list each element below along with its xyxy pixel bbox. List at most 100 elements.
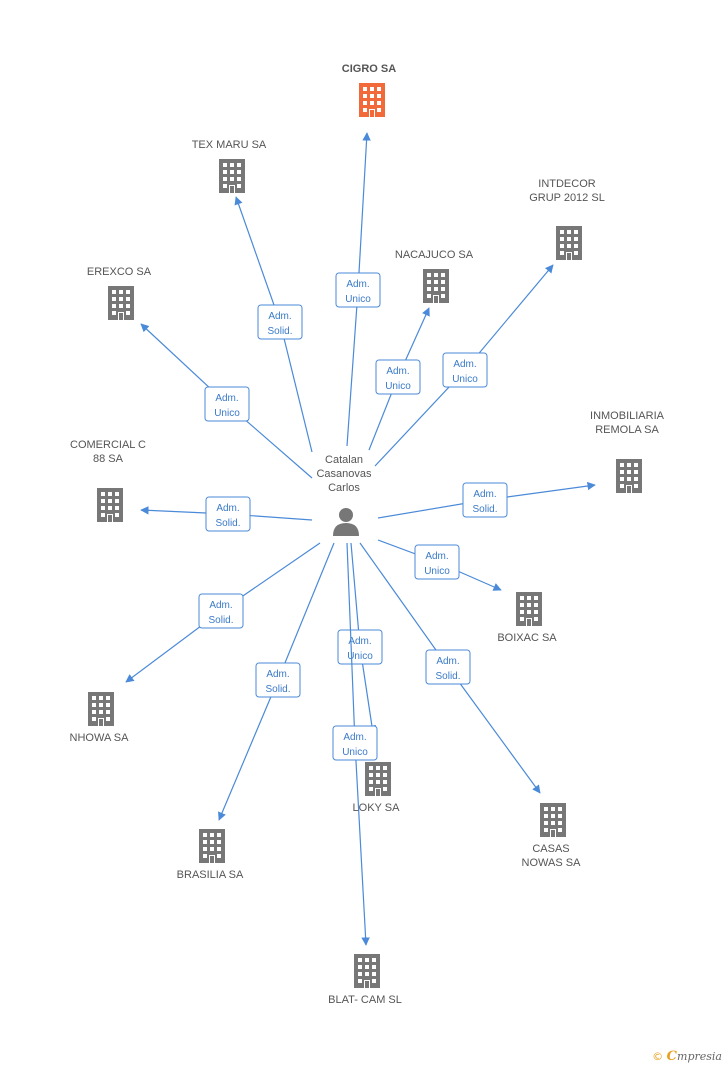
edge-label-text: Solid.	[208, 615, 233, 626]
edge-label-text: Unico	[214, 408, 240, 419]
company-node-blatcam[interactable]: BLAT- CAM SL	[328, 954, 402, 1006]
edge-nhowa: Adm. Solid.	[125, 542, 321, 683]
company-label: NOWAS SA	[522, 857, 582, 869]
edge-label-text: Solid.	[435, 671, 460, 682]
edge-erexco: Adm.Unico	[140, 323, 313, 479]
edge-label-text: Unico	[424, 566, 450, 577]
edge-casas: Adm. Solid.	[359, 542, 541, 794]
edge-label-text: Adm.	[346, 279, 369, 290]
building-icon	[365, 762, 391, 796]
edge-label-text: Unico	[342, 747, 368, 758]
company-label: EREXCO SA	[87, 266, 152, 278]
company-node-erexco[interactable]: EREXCO SA	[87, 266, 152, 320]
edge-label-box	[198, 593, 244, 629]
edge-label-box	[375, 359, 421, 395]
building-icon	[423, 269, 449, 303]
building-icon	[540, 803, 566, 837]
company-label: CIGRO SA	[342, 63, 396, 75]
edge-inmobiliaria: Adm. Solid.	[377, 481, 596, 519]
building-icon	[516, 592, 542, 626]
person-label: Casanovas	[316, 468, 372, 480]
edge-label-text: Unico	[345, 294, 371, 305]
company-node-nacajuco[interactable]: NACAJUCO SA	[395, 249, 474, 303]
edge-label-box	[255, 662, 301, 698]
building-icon	[616, 459, 642, 493]
edge-label-text: Unico	[385, 381, 411, 392]
edge-label-text: Adm.	[209, 600, 232, 611]
company-label: LOKY SA	[353, 802, 401, 814]
edge-label-text: Adm.	[343, 732, 366, 743]
edge-label-text: Solid.	[215, 518, 240, 529]
company-node-inmobiliaria[interactable]: INMOBILIARIA REMOLA SA	[590, 410, 665, 493]
building-icon	[354, 954, 380, 988]
edge-nacajuco: Adm. Unico	[368, 307, 430, 451]
company-node-cigro[interactable]: CIGRO SA	[342, 63, 396, 117]
company-label: TEX MARU SA	[192, 139, 267, 151]
edge-label-box	[462, 482, 508, 518]
company-node-brasilia[interactable]: BRASILIA SA	[177, 829, 244, 881]
company-label: REMOLA SA	[595, 424, 659, 436]
edge-label-box	[204, 386, 250, 422]
edge-cigro: Adm. Unico	[335, 132, 381, 447]
edge-label-text: Unico	[452, 374, 478, 385]
edge-texmaru: Adm.Solid.	[234, 196, 313, 453]
company-label: BOIXAC SA	[497, 632, 557, 644]
edge-label-box	[337, 629, 383, 665]
brand-footer: © Cmpresia	[652, 1049, 722, 1064]
edge-label-text: Adm.	[473, 489, 496, 500]
building-icon	[108, 286, 134, 320]
brand-name: mpresia	[677, 1050, 722, 1063]
person-label: Catalan	[325, 454, 363, 466]
edge-loky: Adm. Unico	[337, 542, 383, 734]
person-icon	[333, 508, 359, 536]
edge-label-text: Adm.	[386, 366, 409, 377]
edge-label-text: Adm.	[425, 551, 448, 562]
person-label: Carlos	[328, 482, 360, 494]
edge-label-box	[257, 304, 303, 340]
building-icon	[219, 159, 245, 193]
company-label: NACAJUCO SA	[395, 249, 474, 261]
edge-label-box	[414, 544, 460, 580]
company-label: INTDECOR	[538, 178, 596, 190]
company-label: 88 SA	[93, 453, 124, 465]
edge-label-text: Adm.	[453, 359, 476, 370]
company-label: BLAT- CAM SL	[328, 994, 402, 1006]
company-node-casas[interactable]: CASAS NOWAS SA	[522, 803, 582, 869]
building-icon	[88, 692, 114, 726]
edge-label-text: Solid.	[265, 684, 290, 695]
edge-label-text: Adm.	[436, 656, 459, 667]
edge-label-box	[425, 649, 471, 685]
edge-intdecor: Adm. Unico	[374, 264, 554, 467]
edge-label-text: Adm.	[266, 669, 289, 680]
building-icon	[556, 226, 582, 260]
edge-comercial: Adm. Solid.	[140, 496, 313, 532]
edge-label-text: Solid.	[267, 326, 292, 337]
company-label: INMOBILIARIA	[590, 410, 665, 422]
edge-label-text: Adm.	[216, 503, 239, 514]
edge-boixac: Adm. Unico	[377, 539, 502, 591]
edge-label-box	[332, 725, 378, 761]
company-label: BRASILIA SA	[177, 869, 244, 881]
copyright-symbol: ©	[652, 1050, 664, 1063]
edge-label-text: Adm.	[348, 636, 371, 647]
company-label: NHOWA SA	[70, 732, 130, 744]
company-node-texmaru[interactable]: TEX MARU SA	[192, 139, 267, 193]
company-node-comercial[interactable]: COMERCIAL C 88 SA	[70, 439, 146, 522]
edge-label-box	[335, 272, 381, 308]
building-icon	[97, 488, 123, 522]
company-node-nhowa[interactable]: NHOWA SA	[70, 692, 130, 744]
edge-label-box	[442, 352, 488, 388]
edge-blatcam: Adm. Unico	[332, 542, 378, 946]
company-node-boixac[interactable]: BOIXAC SA	[497, 592, 557, 644]
edge-label-text: Solid.	[472, 504, 497, 515]
company-label: CASAS	[532, 843, 569, 855]
company-label: COMERCIAL C	[70, 439, 146, 451]
edge-label-text: Unico	[347, 651, 373, 662]
company-node-loky[interactable]: LOKY SA	[353, 762, 401, 814]
company-label: GRUP 2012 SL	[529, 192, 605, 204]
company-node-intdecor[interactable]: INTDECOR GRUP 2012 SL	[529, 178, 605, 260]
building-icon	[359, 83, 385, 117]
